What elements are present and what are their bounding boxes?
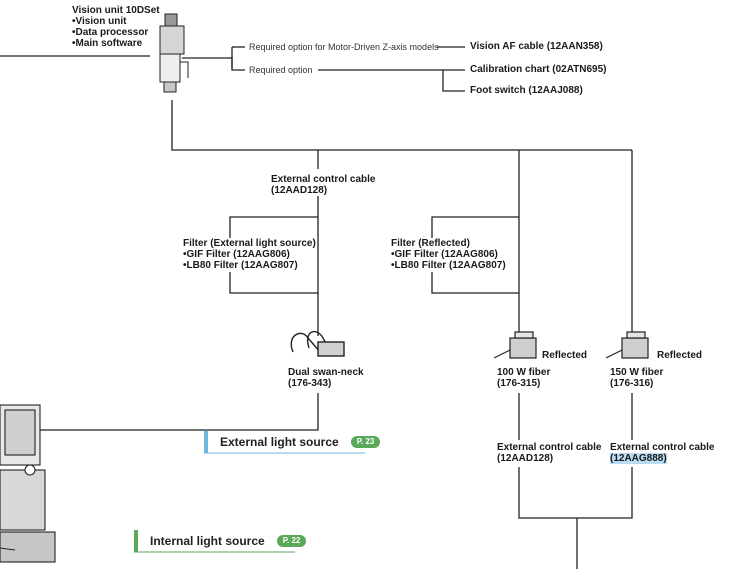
fiber-100-code: (176-315)	[497, 378, 541, 389]
swan-neck-code: (176-343)	[288, 378, 332, 389]
cable-150-code: (12AAG888)	[610, 453, 667, 465]
swan-neck-icon	[290, 330, 345, 357]
banner-accent-bar	[134, 530, 138, 552]
internal-light-page-link[interactable]: P. 22	[276, 535, 307, 547]
fiber-150-code: (176-316)	[610, 378, 654, 389]
main-software-item: Main software	[72, 38, 143, 50]
cable-150-code-text: (12AAG888)	[610, 453, 667, 464]
data-processor-item: Data processor	[72, 27, 149, 39]
required-option-label: Required option	[249, 65, 313, 75]
external-light-source-banner[interactable]: External light source P. 23	[204, 431, 381, 453]
calibration-chart: Calibration chart (02ATN695)	[470, 64, 607, 75]
vision-unit-title: Vision unit 10DSet	[72, 5, 160, 16]
foot-switch: Foot switch (12AAJ088)	[470, 85, 583, 96]
external-light-source-label: External light source	[220, 435, 339, 449]
vision-unit-item: Vision unit	[72, 16, 127, 28]
fiber-150-name: 150 W fiber	[610, 367, 664, 378]
filter-reflected-lb80: LB80 Filter (12AAG807)	[391, 260, 506, 272]
external-cable-top-code: (12AAD128)	[271, 185, 328, 196]
filter-external-lb80: LB80 Filter (12AAG807)	[183, 260, 298, 272]
fiber-100-tag: Reflected	[542, 350, 588, 361]
cable-100-code: (12AAD128)	[497, 453, 554, 464]
filter-external-gif: GIF Filter (12AAG806)	[183, 249, 290, 261]
swan-neck-name: Dual swan-neck	[288, 367, 364, 378]
internal-light-source-label: Internal light source	[150, 534, 265, 548]
vision-af-cable: Vision AF cable (12AAN358)	[470, 41, 603, 52]
internal-light-source-banner[interactable]: Internal light source P. 22	[134, 530, 307, 552]
cable-150-label: External control cable	[610, 442, 715, 453]
fiber-150-tag: Reflected	[657, 350, 703, 361]
banner-accent-bar	[204, 431, 208, 453]
vision-unit-icon	[159, 13, 189, 93]
filter-external-title: Filter (External light source)	[183, 238, 316, 250]
cable-100-label: External control cable	[497, 442, 602, 453]
external-light-page-link[interactable]: P. 23	[350, 436, 381, 448]
external-cable-top-label: External control cable	[271, 174, 376, 185]
fiber-150-icon	[605, 331, 649, 359]
machine-icon	[0, 404, 56, 563]
filter-reflected-title: Filter (Reflected)	[391, 238, 470, 250]
fiber-100-icon	[493, 331, 537, 359]
motor-driven-option-label: Required option for Motor-Driven Z-axis …	[249, 42, 439, 52]
fiber-100-name: 100 W fiber	[497, 367, 551, 378]
filter-reflected-gif: GIF Filter (12AAG806)	[391, 249, 498, 261]
